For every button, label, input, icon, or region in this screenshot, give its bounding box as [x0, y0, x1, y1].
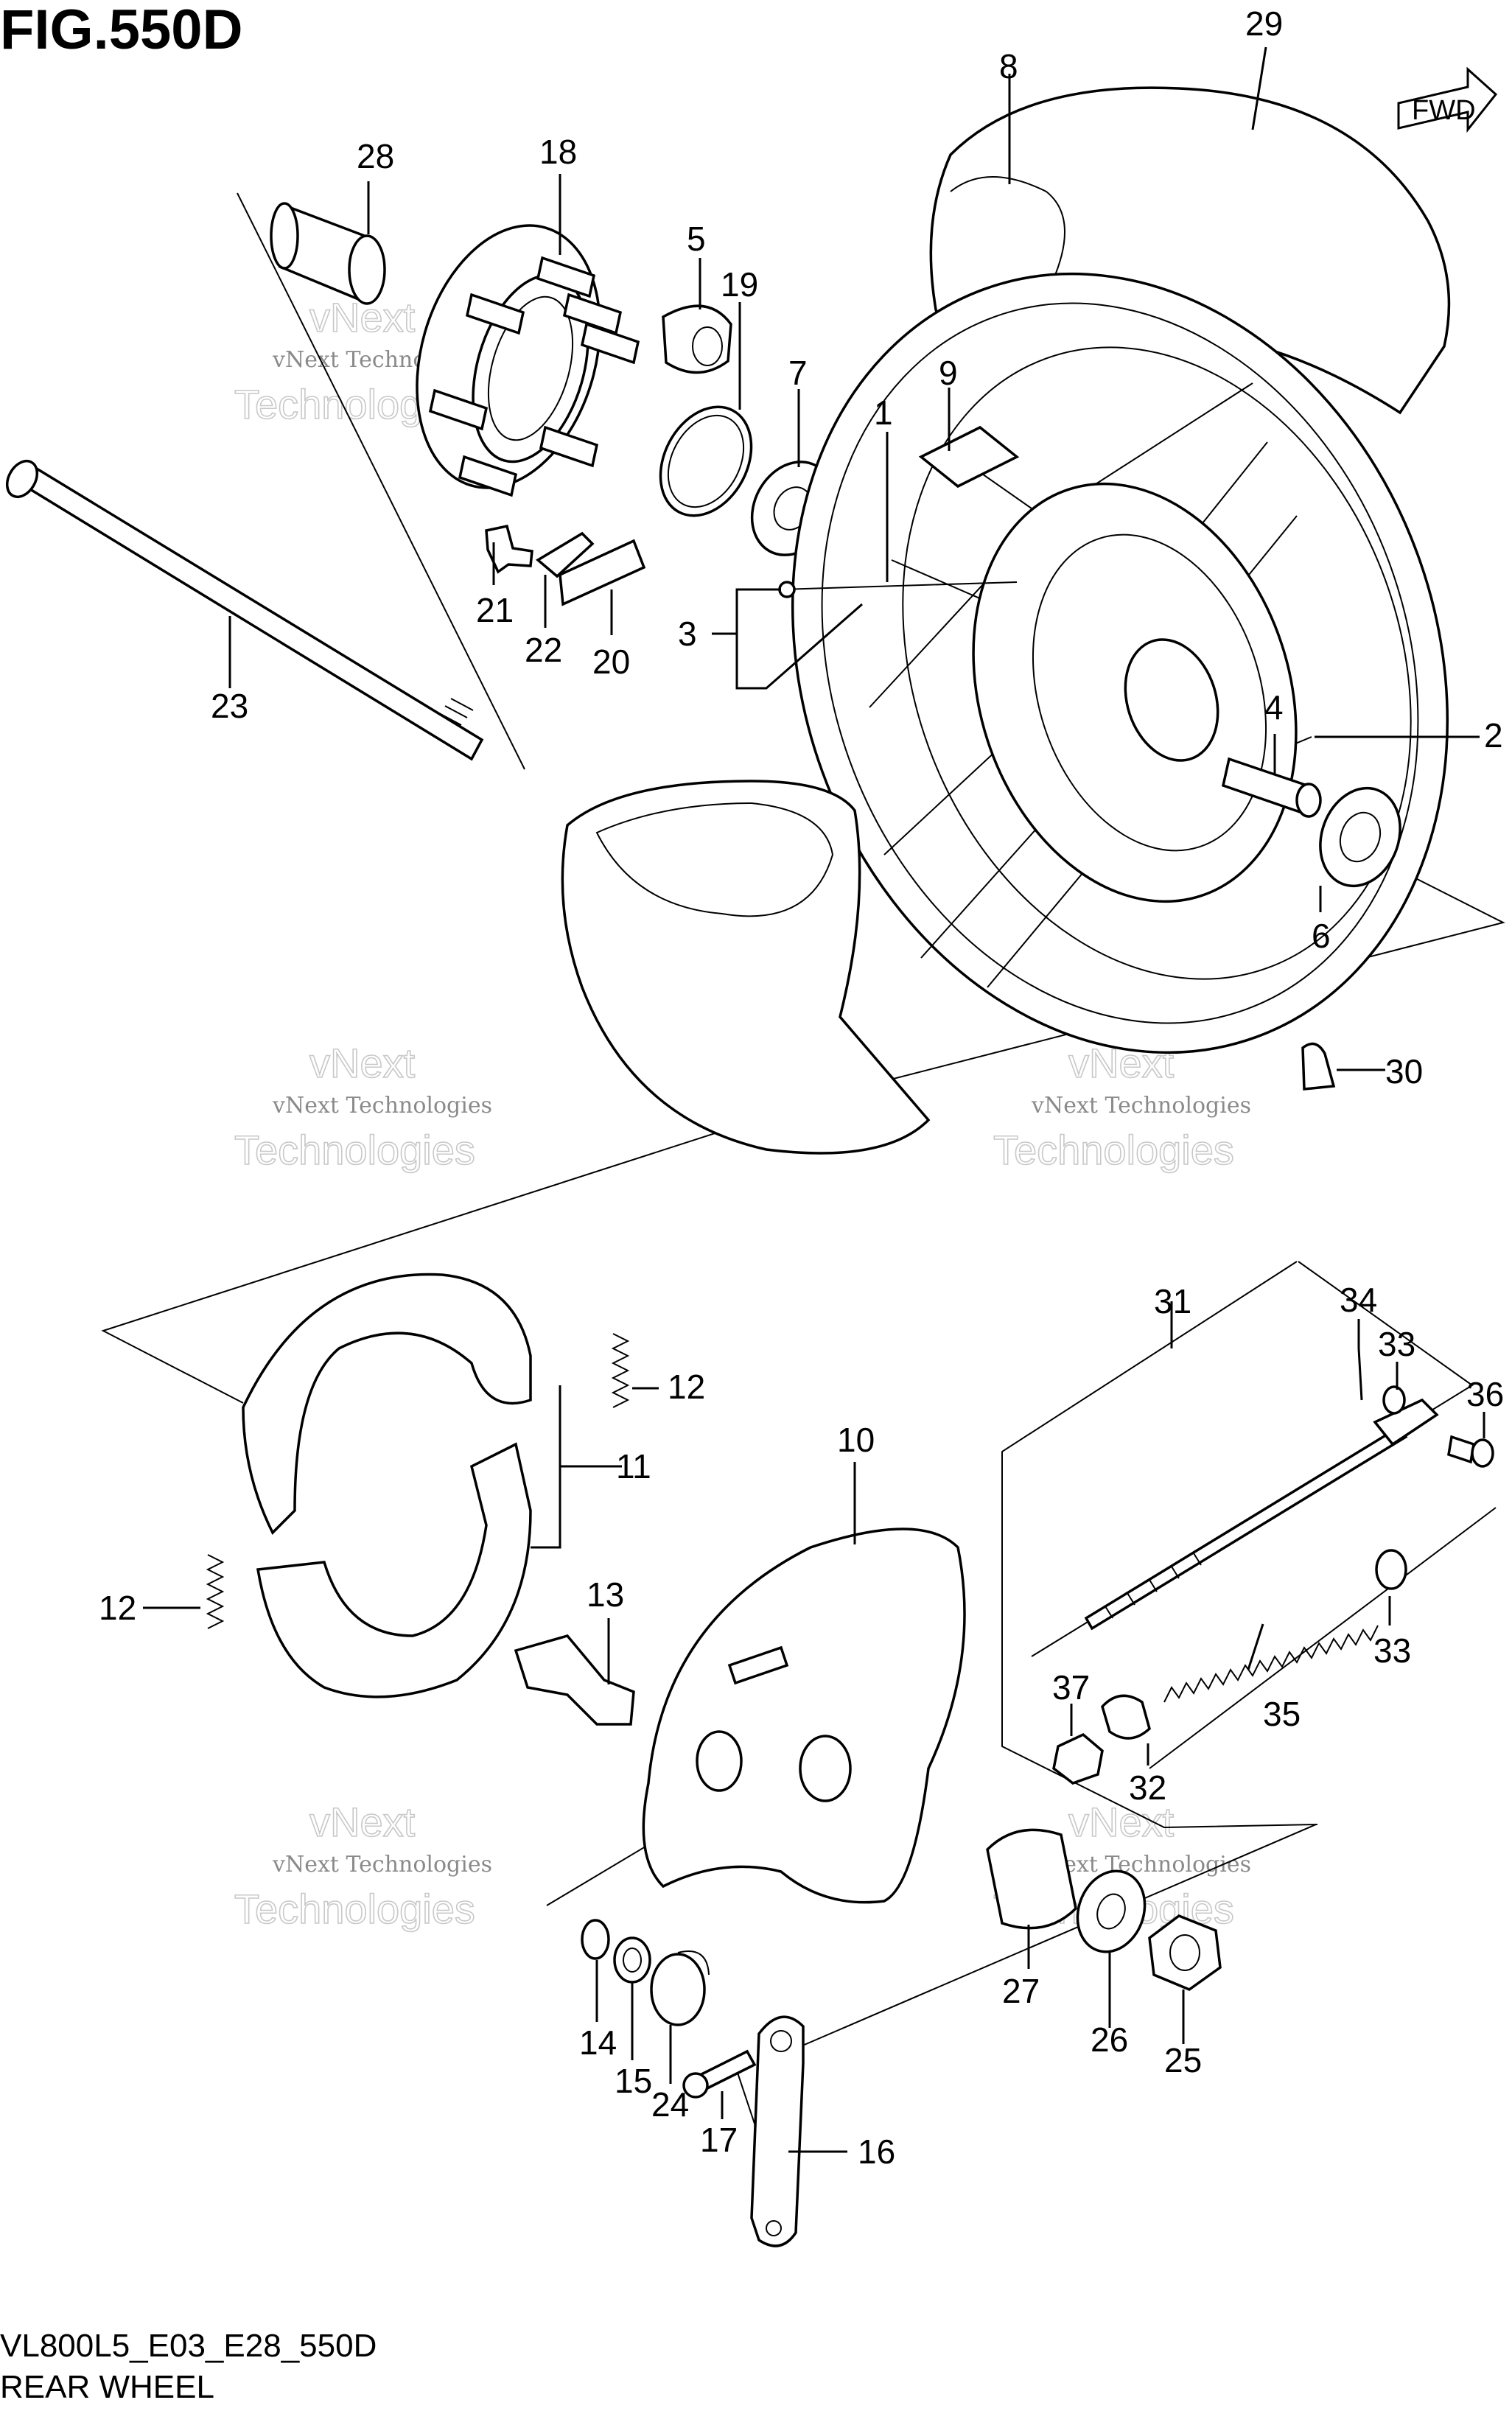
callout-6: 6: [1312, 917, 1331, 955]
callout-16: 16: [858, 2132, 895, 2171]
part-30-clip: [1301, 1042, 1336, 1091]
callout-3: 3: [678, 615, 697, 653]
callout-34: 34: [1340, 1281, 1377, 1319]
part-4-spacer: [1221, 757, 1322, 818]
svg-text:vNext Technologies: vNext Technologies: [1031, 1093, 1251, 1119]
callout-18: 18: [539, 133, 577, 171]
part-27-collar: [986, 1828, 1077, 1930]
part-24-spring: [650, 1950, 710, 2026]
callout-28: 28: [357, 137, 394, 175]
callout-12-lower: 12: [99, 1589, 136, 1627]
callout-5: 5: [687, 220, 706, 258]
svg-text:vNext Technologies: vNext Technologies: [272, 1852, 492, 1878]
svg-text:vNext: vNext: [309, 1040, 416, 1086]
callout-35: 35: [1263, 1695, 1301, 1733]
fwd-label: FWD: [1412, 95, 1476, 126]
part-17-bolt: [682, 2049, 757, 2099]
svg-text:Technologies: Technologies: [234, 1886, 475, 1932]
svg-text:vNext: vNext: [309, 1799, 416, 1845]
part-33-washer-upper: [1382, 1385, 1406, 1415]
leader-lines: [143, 46, 1485, 2153]
part-32-joint: [1101, 1694, 1151, 1740]
callout-17: 17: [700, 2121, 738, 2159]
part-34-pin: [1357, 1348, 1363, 1401]
callout-15: 15: [615, 2062, 652, 2100]
part-10-brake-panel: [642, 1528, 966, 1904]
part-19-o-ring: [659, 405, 753, 517]
callout-29: 29: [1245, 4, 1283, 43]
figure-title: FIG.550D: [0, 0, 242, 61]
callout-7: 7: [788, 354, 808, 392]
callout-27: 27: [1002, 1972, 1040, 2010]
callout-21: 21: [476, 591, 514, 629]
part-22-washer-plate: [536, 531, 595, 578]
part-28-collar: [270, 202, 386, 305]
part-14-circlip: [581, 1919, 610, 1960]
callout-8: 8: [999, 47, 1018, 85]
part-31-brake-rod: [1084, 1398, 1439, 1631]
part-5-cushion: [662, 304, 732, 374]
callout-22: 22: [525, 631, 562, 669]
part-15-washer: [613, 1936, 651, 1984]
part-25-nut: [1148, 1914, 1222, 1991]
callout-1: 1: [874, 393, 893, 432]
part-29-tire-lower: [561, 780, 931, 1155]
part-12-spring-upper: [611, 1333, 630, 1408]
forward-arrow-icon: FWD: [1397, 66, 1498, 133]
callout-37: 37: [1052, 1668, 1090, 1707]
part-26-washer: [1076, 1869, 1147, 1953]
callout-30: 30: [1385, 1052, 1423, 1091]
part-11-brake-shoe-upper: [242, 1273, 532, 1535]
part-9-rim-band: [918, 425, 1020, 489]
callout-13: 13: [587, 1575, 624, 1614]
callout-32: 32: [1129, 1768, 1166, 1807]
callout-12-upper: 12: [668, 1368, 705, 1406]
part-37-nut: [1052, 1732, 1104, 1785]
callout-31: 31: [1154, 1282, 1191, 1320]
callout-24: 24: [651, 2085, 689, 2124]
svg-text:Technologies: Technologies: [234, 1127, 475, 1173]
part-20-bracket: [559, 539, 646, 606]
part-6-bearing: [1319, 786, 1401, 888]
callout-20: 20: [592, 643, 630, 681]
callout-14: 14: [579, 2023, 617, 2062]
part-21-bolt: [485, 524, 533, 574]
part-13-cam-shaft: [514, 1634, 635, 1726]
callout-25: 25: [1164, 2041, 1202, 2079]
svg-text:vNext Technologies: vNext Technologies: [272, 1093, 492, 1119]
callout-19: 19: [721, 265, 758, 304]
part-35-spring: [1163, 1625, 1379, 1703]
figure-code: VL800L5_E03_E28_550D: [0, 2328, 377, 2364]
figure-name: REAR WHEEL: [0, 2369, 214, 2405]
callout-11: 11: [616, 1447, 651, 1486]
callout-33-upper: 33: [1378, 1325, 1415, 1363]
part-12-spring-lower: [206, 1554, 225, 1629]
callout-numbers: 1 2 3 4 5 6 7 8 9 10 11 12 12 13 14 15 1…: [99, 4, 1504, 2171]
callout-9: 9: [939, 354, 958, 392]
callout-23: 23: [211, 687, 248, 725]
part-16-brake-cam-lever: [750, 2015, 805, 2247]
part-hub: [972, 482, 1298, 903]
callout-26: 26: [1091, 2020, 1128, 2059]
part-36-bolt: [1447, 1435, 1494, 1468]
part-23-axle: [5, 460, 484, 761]
callout-4: 4: [1264, 688, 1284, 727]
callout-36: 36: [1466, 1375, 1504, 1413]
part-11-brake-shoe-lower: [256, 1442, 532, 1698]
callout-33-lower: 33: [1373, 1631, 1411, 1670]
part-18-sprocket-drum: [416, 224, 640, 497]
svg-text:Technologies: Technologies: [993, 1127, 1234, 1173]
callout-10: 10: [837, 1421, 875, 1459]
part-33-washer-lower: [1375, 1549, 1407, 1590]
callout-2: 2: [1484, 716, 1503, 755]
